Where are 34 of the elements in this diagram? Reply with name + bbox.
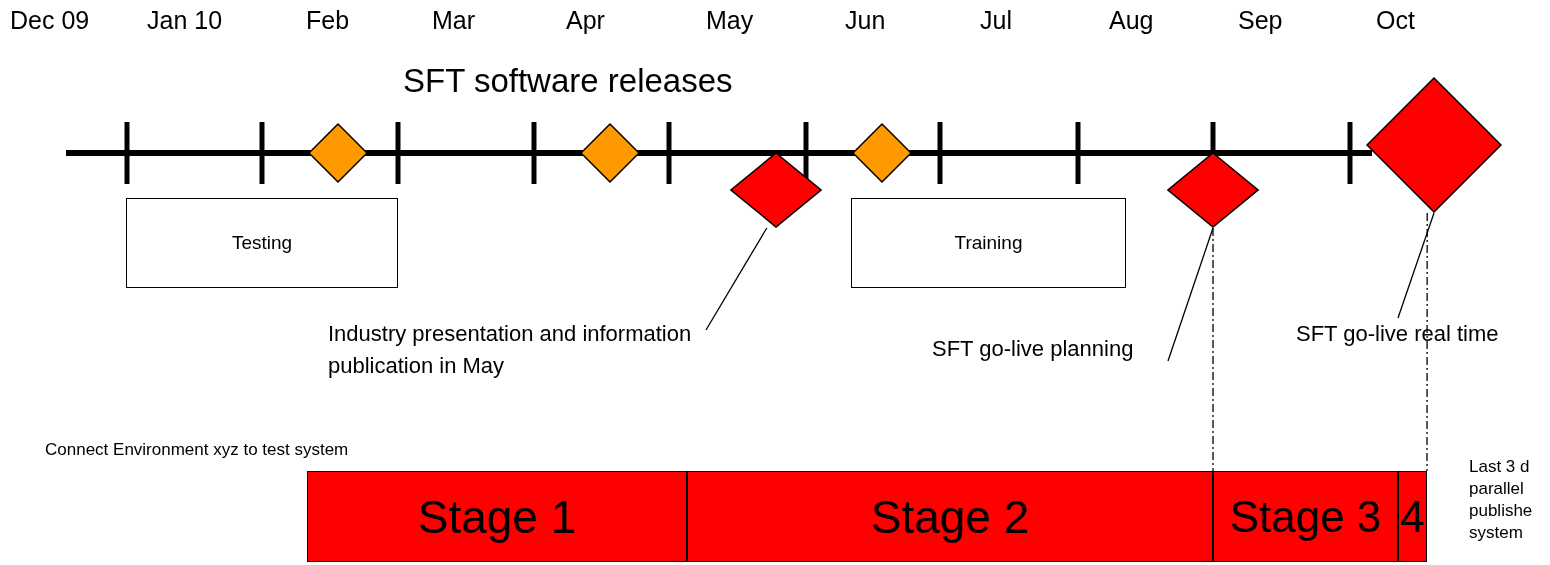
guide-line bbox=[1212, 227, 1214, 472]
milestone-diamond bbox=[580, 123, 640, 183]
stage-bar: Stage 2 bbox=[687, 471, 1213, 562]
milestone-diamond bbox=[852, 123, 912, 183]
month-label: Sep bbox=[1238, 6, 1283, 35]
month-label: Jan 10 bbox=[147, 6, 223, 35]
month-label: Feb bbox=[306, 6, 350, 35]
milestone-diamond bbox=[1366, 77, 1502, 213]
month-label: Jul bbox=[980, 6, 1012, 35]
stage-bar: Stage 3 bbox=[1213, 471, 1398, 562]
month-label: Aug bbox=[1109, 6, 1154, 35]
callout-text: Industry presentation and information publication in May bbox=[328, 318, 778, 382]
milestone-diamond bbox=[1167, 152, 1259, 228]
month-label: Oct bbox=[1376, 6, 1415, 35]
month-label: May bbox=[706, 6, 754, 35]
milestone-diamond bbox=[730, 152, 822, 228]
leader-line bbox=[705, 227, 768, 331]
guide-line bbox=[1426, 212, 1428, 472]
note-text: Connect Environment xyz to test system bbox=[45, 440, 349, 460]
stage-bar: 4 bbox=[1398, 471, 1427, 562]
milestone-diamond bbox=[308, 123, 368, 183]
leader-line bbox=[1167, 227, 1214, 362]
stage-bar: Stage 1 bbox=[307, 471, 687, 562]
task-box: Training bbox=[851, 198, 1126, 288]
note-text: Last 3 d parallel publishe system bbox=[1469, 456, 1534, 545]
month-label: Dec 09 bbox=[10, 6, 90, 35]
leader-line bbox=[1397, 212, 1435, 319]
month-label: Mar bbox=[432, 6, 476, 35]
callout-text: SFT go-live real time bbox=[1296, 318, 1499, 350]
task-box: Testing bbox=[126, 198, 398, 288]
callout-text: SFT go-live planning bbox=[932, 333, 1134, 365]
timeline-heading: SFT software releases bbox=[403, 62, 733, 100]
month-label: Jun bbox=[845, 6, 886, 35]
month-label: Apr bbox=[566, 6, 605, 35]
